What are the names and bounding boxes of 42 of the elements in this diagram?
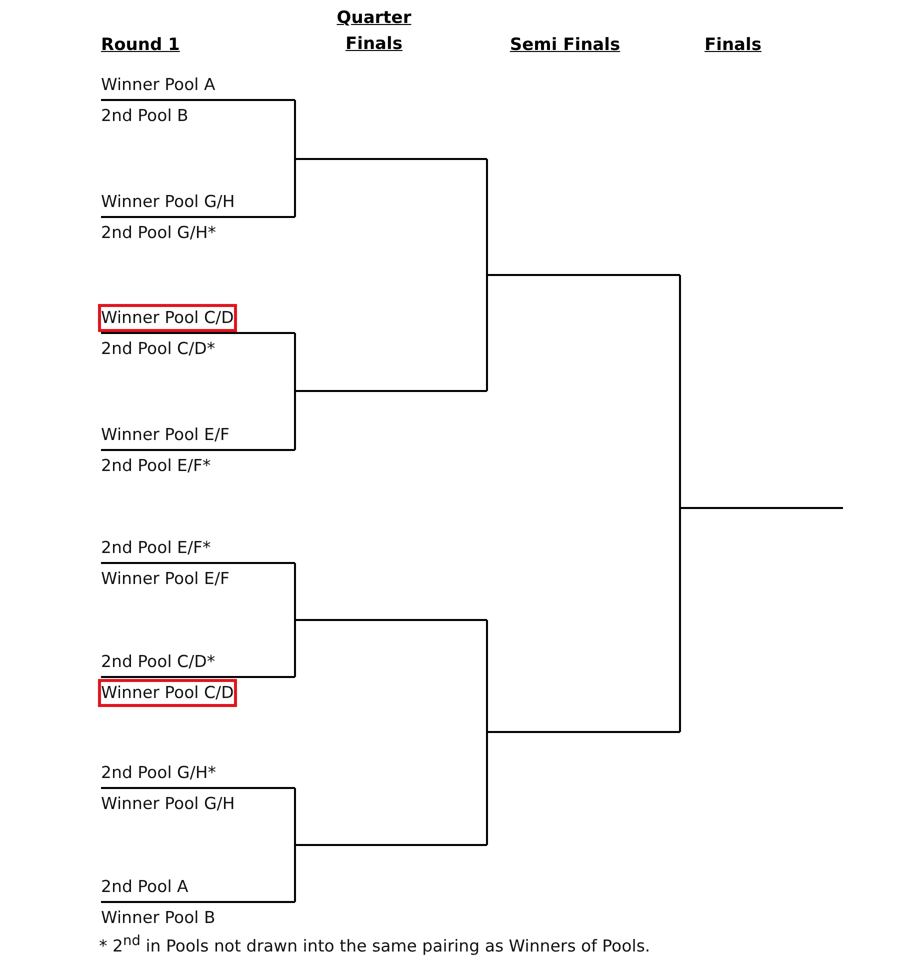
bracket-line [487,731,680,733]
team-name: 2nd Pool C/D* [101,338,216,360]
bracket-line [295,390,487,392]
bracket-connector [679,275,681,508]
team-name: 2nd Pool G/H* [101,762,216,784]
column-heading: Quarter Finals [336,7,412,56]
bracket-line [487,274,680,276]
bracket-line [295,158,487,160]
bracket-connector [294,333,296,391]
bracket-connector [294,100,296,159]
bracket-connector [486,620,488,732]
column-heading: Semi Finals [508,34,622,57]
bracket-connector [294,788,296,845]
highlighted-team-name: Winner Pool C/D [101,307,234,329]
bracket-connector [486,159,488,275]
highlighted-team-name: Winner Pool C/D [101,682,234,704]
team-name: 2nd Pool C/D* [101,651,216,673]
team-name: 2nd Pool E/F* [101,537,211,559]
team-name: 2nd Pool G/H* [101,222,216,244]
team-name: 2nd Pool A [101,876,188,898]
bracket-connector [294,159,296,217]
bracket-connector [294,563,296,620]
bracket-connector [486,732,488,845]
footnote: * 2$^{nd}$ in Pools not drawn into the same pairing as Winners of Pools. [99,932,650,958]
team-name: Winner Pool G/H [101,793,235,815]
bracket-connector [294,845,296,902]
team-name: 2nd Pool E/F* [101,455,211,477]
bracket-connector [294,391,296,450]
column-heading: Finals [704,34,762,57]
bracket-line [680,507,843,509]
bracket-line [295,619,487,621]
team-name: Winner Pool A [101,74,216,96]
bracket-connector [679,508,681,732]
bracket-connector [486,275,488,391]
team-name: Winner Pool B [101,907,216,929]
team-name: Winner Pool E/F [101,568,230,590]
team-name: 2nd Pool B [101,105,188,127]
column-heading: Round 1 [101,34,180,57]
team-name: Winner Pool E/F [101,424,230,446]
bracket-line [295,844,487,846]
bracket-connector [294,620,296,677]
team-name: Winner Pool G/H [101,191,235,213]
